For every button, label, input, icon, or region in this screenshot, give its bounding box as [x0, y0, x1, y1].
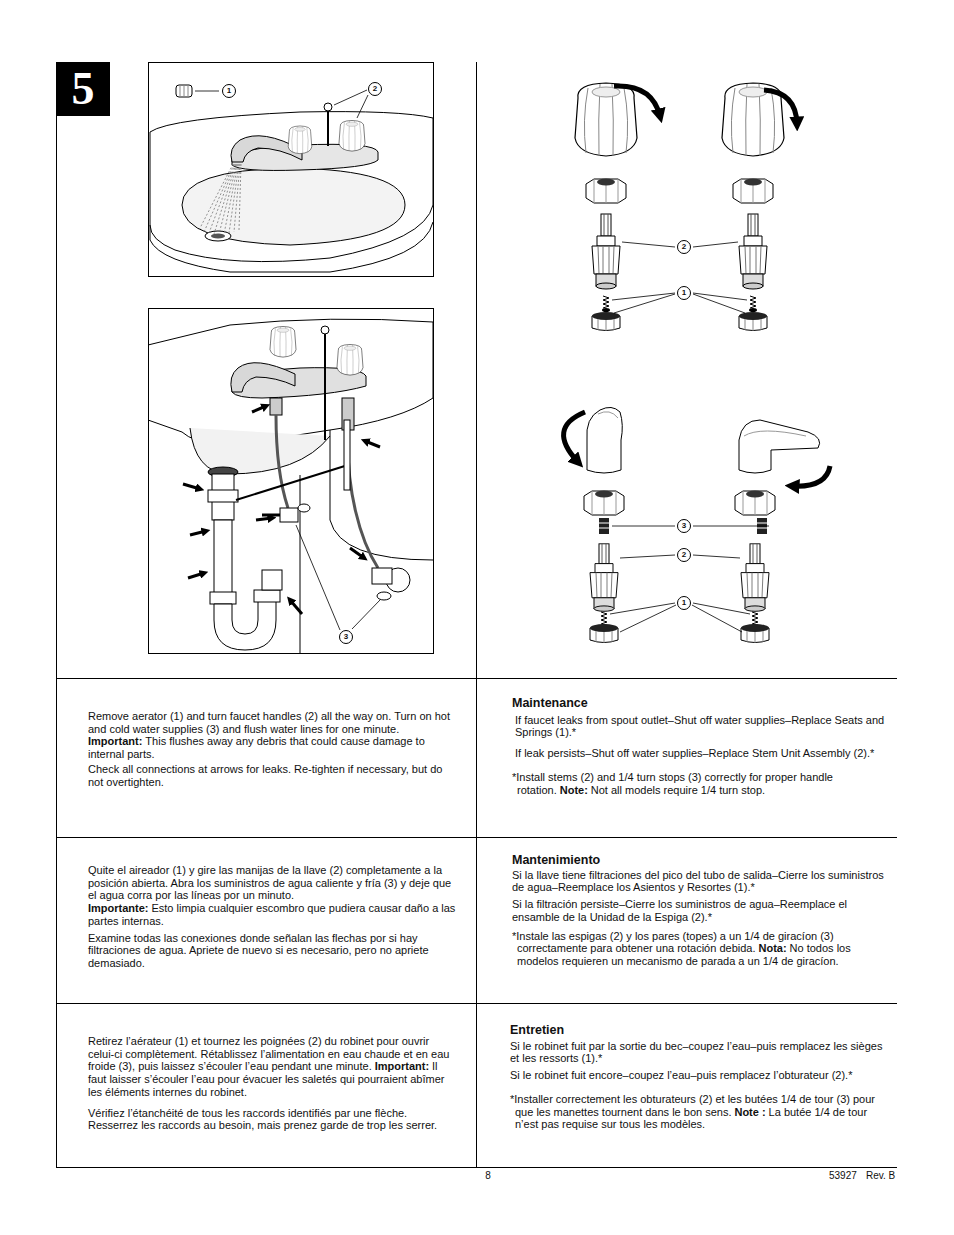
callout-number: 1: [222, 84, 236, 98]
callout-number: 1: [677, 286, 691, 300]
maintenance-cell: Entretien Si le robinet fuit par la sorti…: [476, 1003, 897, 1167]
emphasis-label: Importante:: [88, 902, 149, 914]
body-text: If leak persists–Shut off water supplies…: [515, 747, 874, 759]
body-text: Si le robinet fuit encore–coupez l’eau–p…: [510, 1069, 852, 1081]
callout-number: 1: [677, 596, 691, 610]
instruction-cell: Retirez l’aérateur (1) et tournez les po…: [56, 1003, 476, 1167]
paragraph: Vérifiez l’étanchéité de tous les raccor…: [88, 1107, 458, 1132]
section-heading: Mantenimiento: [512, 853, 600, 867]
paragraph: Retirez l’aérateur (1) et tournez les po…: [88, 1035, 458, 1099]
callout-number: 3: [339, 630, 353, 644]
callout-number: 2: [677, 240, 691, 254]
emphasis-label: Important:: [375, 1060, 429, 1072]
body-text: Si la llave tiene filtraciones del pico …: [512, 869, 884, 894]
maintenance-cell: Mantenimiento Si la llave tiene filtracio…: [476, 837, 897, 1003]
body-text: Not all models require 1/4 turn stop.: [591, 784, 765, 796]
paragraph: Check all connections at arrows for leak…: [88, 763, 458, 788]
paragraph: Examine todas las conexiones donde señal…: [88, 932, 458, 970]
body-text: Si la filtración persiste–Cierre los sum…: [512, 898, 847, 923]
paragraph: Quite el aireador (1) y gire las manijas…: [88, 864, 458, 902]
document-number: 53927: [829, 1170, 857, 1182]
body-text: Si le robinet fuit par la sortie du bec–…: [510, 1040, 882, 1065]
paragraph: *Installer correctement les obturateurs …: [510, 1093, 889, 1131]
paragraph: Maintenance: [512, 697, 889, 710]
body-text: Vérifiez l’étanchéité de tous les raccor…: [88, 1107, 437, 1132]
callout-number: 2: [368, 82, 382, 96]
paragraph: Si le robinet fuit encore–coupez l’eau–p…: [510, 1069, 889, 1082]
paragraph: If leak persists–Shut off water supplies…: [512, 747, 889, 760]
paragraph: 5: [72, 66, 95, 112]
paragraph: *Install stems (2) and 1/4 turn stops (3…: [512, 771, 889, 796]
paragraph: Si la llave tiene filtraciones del pico …: [512, 869, 889, 894]
revision: Rev. B: [866, 1170, 895, 1182]
body-text: Check all connections at arrows for leak…: [88, 763, 442, 788]
instruction-cell: Remove aerator (1) and turn faucet handl…: [56, 678, 476, 837]
callout-number: 2: [677, 548, 691, 562]
emphasis-label: Important:: [88, 735, 142, 747]
paragraph: Remove aerator (1) and turn faucet handl…: [88, 710, 458, 735]
paragraph: Important:This flushes away any debris t…: [88, 735, 458, 760]
callout-number: 3: [677, 519, 691, 533]
emphasis-label: Note :: [734, 1106, 765, 1118]
body-text: Remove aerator (1) and turn faucet handl…: [88, 710, 450, 735]
instruction-cell: Quite el aireador (1) y gire las manijas…: [56, 837, 476, 1003]
emphasis-label: Nota:: [758, 942, 786, 954]
paragraph: Mantenimiento: [512, 854, 889, 867]
section-heading: Maintenance: [512, 696, 588, 710]
body-text: If faucet leaks from spout outlet–Shut o…: [515, 714, 884, 739]
paragraph: Si la filtración persiste–Cierre los sum…: [512, 898, 889, 923]
body-text: Examine todas las conexiones donde señal…: [88, 932, 429, 969]
paragraph: *Instale las espigas (2) y los pares (to…: [512, 930, 889, 968]
body-text: Quite el aireador (1) y gire las manijas…: [88, 864, 451, 901]
maintenance-cell: Maintenance If faucet leaks from spout ou…: [476, 678, 897, 837]
paragraph: Entretien: [510, 1024, 889, 1037]
paragraph: Importante:Esto limpia cualquier escombr…: [88, 902, 458, 927]
step-number-text: 5: [72, 63, 95, 114]
paragraph: If faucet leaks from spout outlet–Shut o…: [512, 714, 889, 739]
page-number: 8: [485, 1170, 491, 1182]
paragraph: Si le robinet fuit par la sortie du bec–…: [510, 1040, 889, 1065]
step-number: 5: [56, 62, 110, 116]
section-heading: Entretien: [510, 1023, 564, 1037]
emphasis-label: Note:: [560, 784, 588, 796]
